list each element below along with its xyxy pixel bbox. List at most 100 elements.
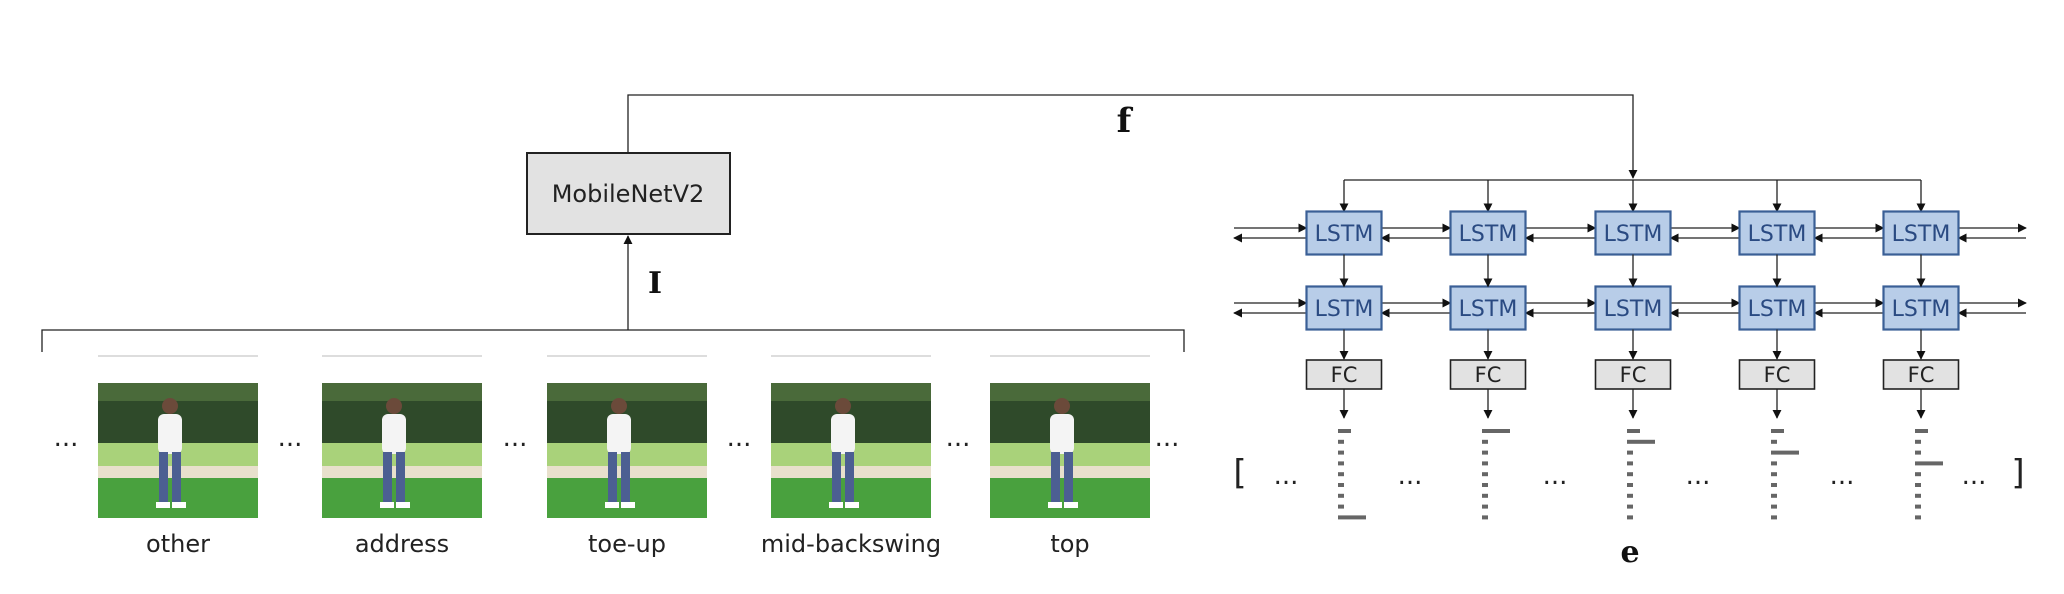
lstm-label: LSTM [1748, 297, 1807, 322]
probability-bar [1771, 450, 1799, 455]
lstm-label: LSTM [1892, 297, 1951, 322]
probability-bar [1627, 429, 1640, 433]
fc-layer: FC [1449, 359, 1527, 390]
probability-bar [1482, 472, 1488, 477]
close-bracket: ] [2011, 453, 2024, 493]
feature-symbol: f [1117, 101, 1134, 141]
lstm-label: LSTM [1892, 222, 1951, 247]
probability-bar [1482, 450, 1488, 455]
probability-bar [1338, 493, 1344, 498]
lstm-cell-layer2: LSTM [1449, 285, 1527, 331]
probability-bar [1627, 504, 1633, 509]
fc-label: FC [1475, 363, 1502, 387]
probability-bar [1915, 483, 1921, 487]
probability-bar [1482, 515, 1488, 520]
golfer-icon [1048, 398, 1078, 508]
ellipsis: ... [54, 423, 79, 453]
fc-label: FC [1331, 363, 1358, 387]
probability-bar [1338, 429, 1351, 433]
probability-bar [1771, 493, 1777, 498]
ellipsis: ... [946, 423, 971, 453]
mobilenetv2-label: MobileNetV2 [552, 180, 705, 208]
frame-label: other [146, 530, 210, 558]
probability-bar [1338, 439, 1344, 444]
lstm-cell-layer2: LSTM [1594, 285, 1672, 331]
event-probability-vector [1771, 429, 1799, 520]
mobilenetv2-block: MobileNetV2 [526, 152, 731, 235]
ellipsis: ... [1543, 461, 1568, 491]
probability-bar [1915, 504, 1921, 509]
ellipsis: ... [1155, 423, 1180, 453]
frame-thumbnail: toe-up [547, 355, 707, 558]
lstm-cell-layer1: LSTM [1594, 210, 1672, 256]
frame-label: address [355, 530, 449, 558]
golfer-icon [380, 398, 410, 508]
golfer-icon [156, 398, 186, 508]
probability-bar [1338, 450, 1344, 455]
probability-bar [1338, 483, 1344, 487]
ellipsis: ... [1686, 461, 1711, 491]
golfer-icon [605, 398, 635, 508]
probability-bar [1915, 429, 1928, 433]
probability-bar [1482, 429, 1510, 433]
probability-bar [1627, 461, 1633, 466]
probability-bar [1627, 472, 1633, 477]
probability-bar [1627, 483, 1633, 487]
probability-bar [1482, 461, 1488, 466]
lstm-cell-layer1: LSTM [1882, 210, 1960, 256]
probability-bar [1771, 515, 1777, 520]
lstm-label: LSTM [1459, 297, 1518, 322]
feature-connector [627, 94, 1638, 179]
input-symbol: I [648, 266, 662, 301]
probability-bar [1338, 472, 1344, 477]
probability-bar [1771, 439, 1777, 444]
fc-layer: FC [1305, 359, 1383, 390]
fc-layer: FC [1594, 359, 1672, 390]
frame-thumbnail: top [990, 355, 1150, 558]
probability-bar [1482, 439, 1488, 444]
probability-bar [1627, 450, 1633, 455]
probability-bar [1915, 493, 1921, 498]
lstm-label: LSTM [1748, 222, 1807, 247]
frame-thumbnail: other [98, 355, 258, 558]
frame-thumbnail: address [322, 355, 482, 558]
fc-layer: FC [1738, 359, 1816, 390]
probability-bar [1482, 493, 1488, 498]
probability-bar [1627, 493, 1633, 498]
event-probability-vector [1482, 429, 1510, 520]
frame-label: mid-backswing [761, 530, 941, 558]
lstm-cell-layer2: LSTM [1305, 285, 1383, 331]
event-probability-vector [1915, 429, 1943, 520]
probability-bar [1771, 504, 1777, 509]
fc-label: FC [1764, 363, 1791, 387]
event-probability-vector [1627, 429, 1655, 520]
fc-label: FC [1620, 363, 1647, 387]
probability-bar [1915, 461, 1943, 466]
probability-bar [1771, 429, 1784, 433]
golfer-icon [829, 398, 859, 508]
ellipsis: ... [1962, 461, 1987, 491]
open-bracket: [ [1233, 453, 1246, 493]
ellipsis: ... [503, 423, 528, 453]
lstm-label: LSTM [1604, 222, 1663, 247]
probability-bar [1915, 450, 1921, 455]
probability-bar [1482, 504, 1488, 509]
events-symbol: e [1620, 535, 1639, 570]
probability-bar [1771, 461, 1777, 466]
lstm-label: LSTM [1459, 222, 1518, 247]
event-probability-vector [1338, 429, 1366, 520]
probability-bar [1915, 515, 1921, 520]
lstm-cell-layer1: LSTM [1449, 210, 1527, 256]
probability-bar [1338, 461, 1344, 466]
frame-label: top [1050, 530, 1089, 558]
frame-label: toe-up [588, 530, 666, 558]
lstm-cell-layer1: LSTM [1738, 210, 1816, 256]
ellipsis: ... [1830, 461, 1855, 491]
lstm-label: LSTM [1315, 222, 1374, 247]
ellipsis: ... [278, 423, 303, 453]
frames-bracket [41, 329, 1185, 352]
lstm-network: LSTM LSTM FC LSTM LSTM FC LSTM LSTM FC LSTM LSTM FC… [1233, 179, 2027, 520]
probability-bar [1627, 439, 1655, 444]
probability-bar [1915, 472, 1921, 477]
